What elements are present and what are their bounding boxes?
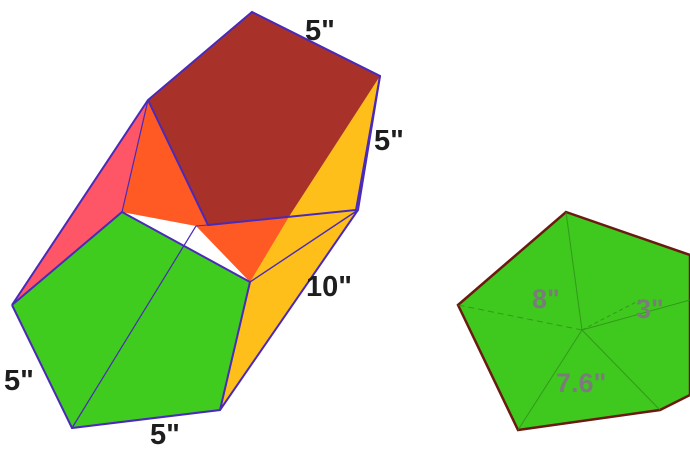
pentagon-construction-lines — [457, 211, 690, 431]
pentagonal-prism: 5" 5" 10" 5" 5" — [4, 10, 404, 450]
label-right-upper-edge: 5" — [374, 125, 404, 157]
prism-edge-front — [11, 210, 252, 411]
prism-right-face — [220, 76, 380, 410]
prism-edge-lateral-right — [249, 209, 359, 283]
center-to-top — [565, 211, 583, 331]
prism-front-face — [12, 212, 250, 428]
label-length: 10" — [306, 271, 352, 303]
prism-edge-lateral-left — [121, 99, 149, 213]
prism-edge-inner — [195, 224, 209, 227]
center-to-bottom-right — [581, 329, 661, 411]
center-to-bottom-left — [517, 329, 583, 431]
label-bottom-edge: 5" — [150, 419, 180, 450]
pentagon-base: 8" 3" 7.6" — [456, 210, 690, 432]
prism-edges — [11, 10, 382, 430]
label-left-bottom-edge: 5" — [4, 365, 34, 397]
label-top-edge: 5" — [305, 15, 335, 47]
label-segment-7-6: 7.6" — [556, 368, 606, 398]
prism-edge-back — [147, 75, 381, 227]
label-apothem-3: 3" — [636, 294, 664, 324]
pentagon-face — [458, 212, 690, 430]
apothem-line — [581, 299, 641, 331]
center-to-left — [457, 304, 583, 331]
center-to-right — [581, 299, 690, 331]
prism-edge-front-diagonal — [71, 225, 197, 429]
label-segment-8: 8" — [532, 284, 560, 314]
